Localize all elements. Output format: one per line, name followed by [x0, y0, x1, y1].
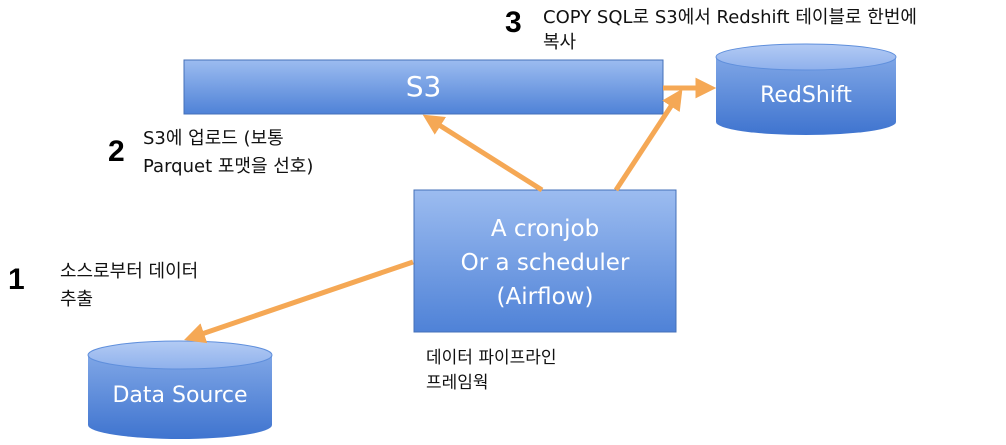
pipeline-caption-line2: 프레임웍 [426, 373, 489, 393]
scheduler-label-line2: Or a scheduler [460, 250, 630, 276]
scheduler-label-line3: (Airflow) [496, 284, 594, 310]
step-2-text-line2: Parquet 포맷을 선호) [143, 156, 314, 177]
redshift-label: RedShift [760, 83, 852, 108]
arrow-scheduler-to-data-source [184, 259, 414, 344]
arrow-scheduler-to-redshift-path [613, 88, 683, 192]
s3-label: S3 [405, 70, 442, 103]
step-2-number: 2 [108, 135, 125, 168]
s3-box [183, 59, 664, 115]
step-3-text-line1: COPY SQL로 S3에서 Redshift 테이블로 한번에 [543, 7, 917, 28]
step-1-number: 1 [8, 263, 25, 296]
data-source-cylinder [87, 340, 273, 439]
data-source-label: Data Source [112, 383, 248, 408]
step-3-text-line2: 복사 [543, 32, 577, 53]
scheduler-label-line1: A cronjob [490, 216, 600, 242]
step-2-text-line1: S3에 업로드 (보통 [143, 128, 284, 149]
scheduler-box [413, 189, 677, 333]
step-3-number: 3 [505, 6, 522, 39]
step-1-text-line1: 소스로부터 데이터 [60, 261, 199, 282]
redshift-cylinder [715, 43, 897, 135]
pipeline-caption-line1: 데이터 파이프라인 [426, 348, 557, 368]
step-1-text-line2: 추출 [60, 289, 94, 310]
arrow-scheduler-to-s3 [422, 114, 544, 193]
